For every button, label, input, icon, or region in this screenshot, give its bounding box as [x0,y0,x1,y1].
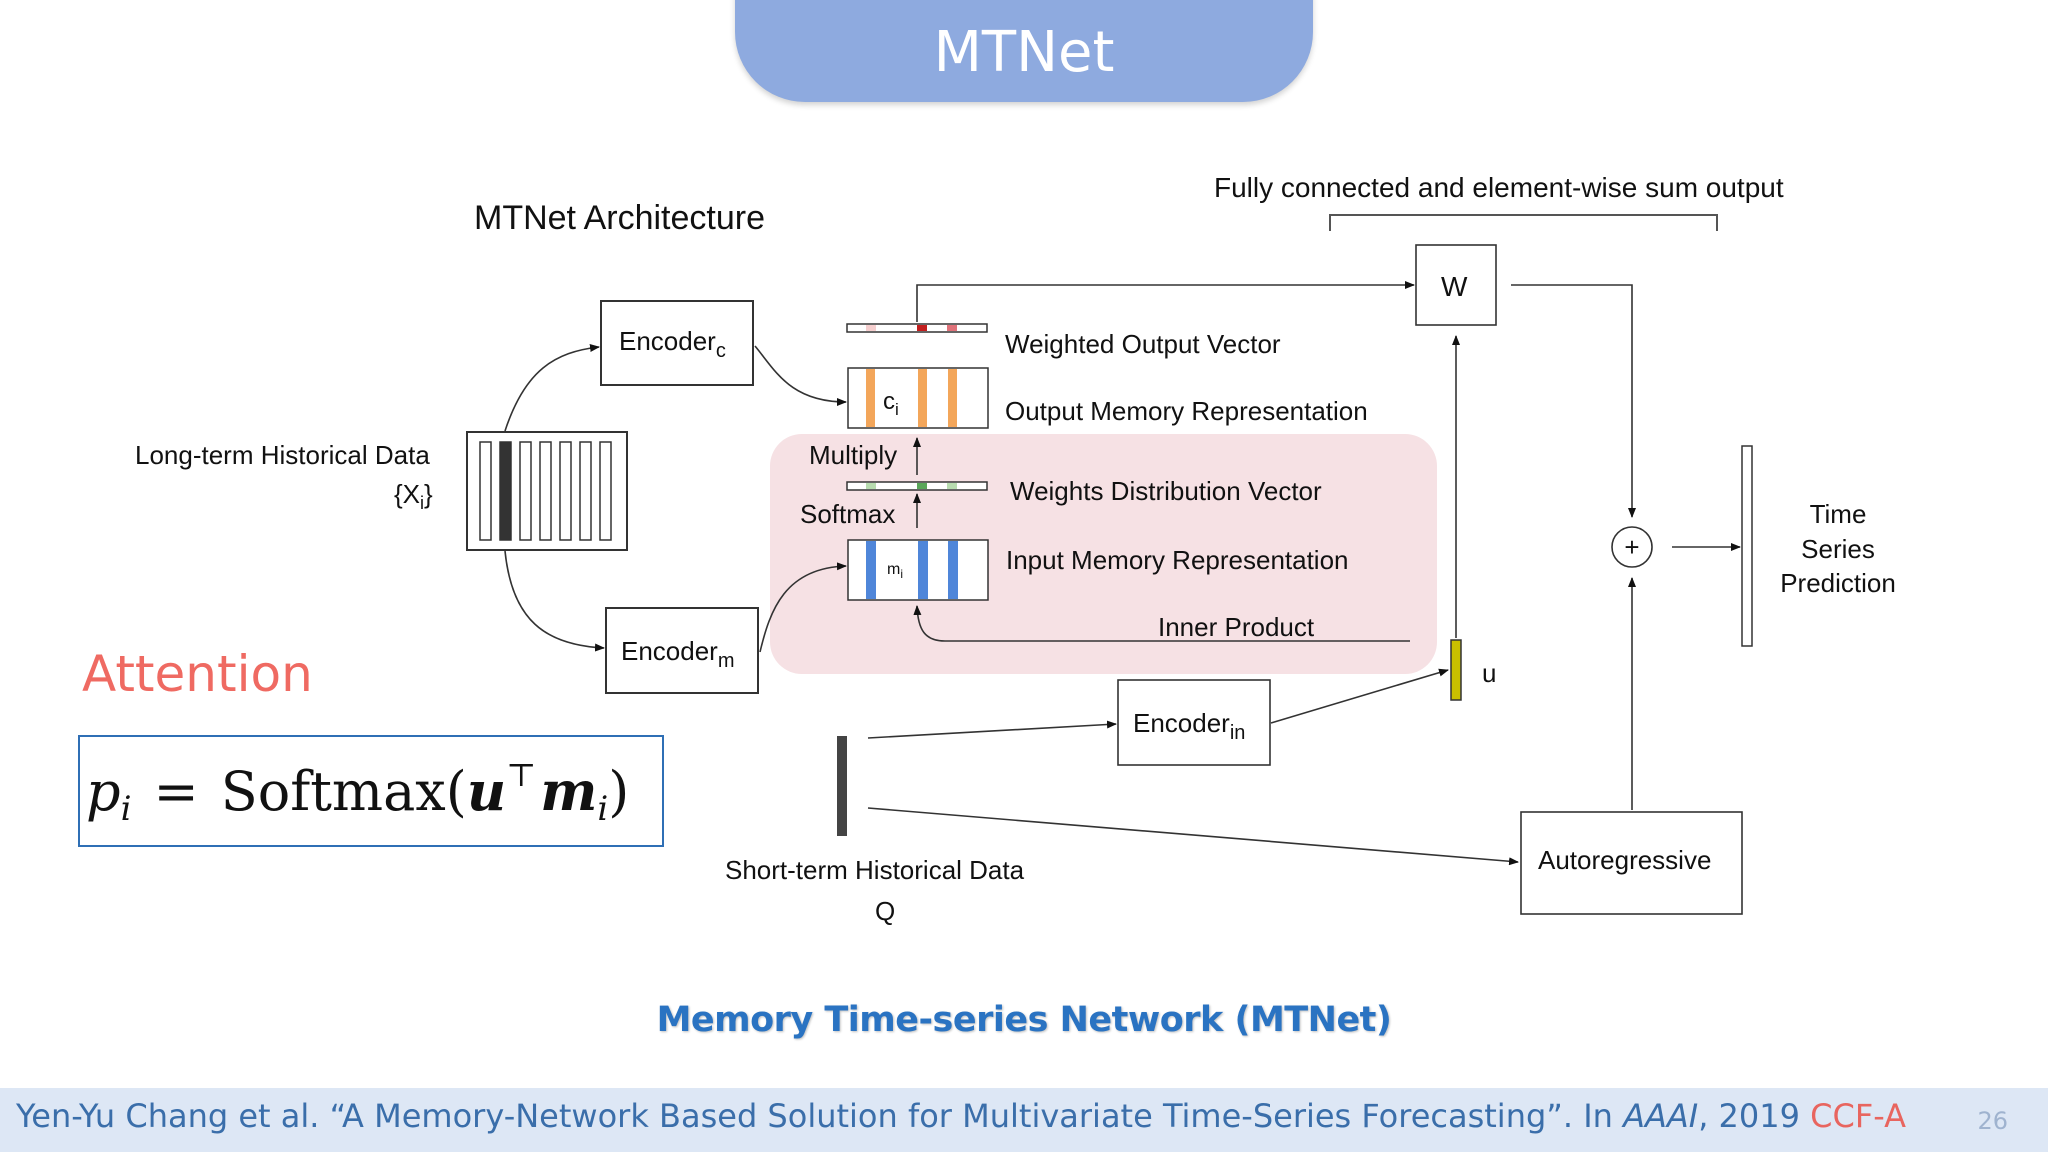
page-number: 26 [1977,1107,2008,1135]
w-label: W [1441,271,1468,302]
arrow-short-term-to-encoder-in [867,720,1117,739]
arrow-w-to-sum [1511,284,1636,518]
prediction-label-line-1: Time [1810,499,1867,529]
short-term-label: Short-term Historical Data [725,855,1025,885]
output-memory-label: Output Memory Representation [1005,396,1368,426]
sum-node [1611,526,1653,568]
u-vector [1450,639,1462,701]
citation-rank: CCF-A [1810,1097,1906,1135]
output-memory-block [847,367,989,429]
encoder-in-box [1117,679,1271,766]
w-box [1415,244,1497,326]
prediction-label-line-2: Series [1801,534,1875,564]
input-memory-label: Input Memory Representation [1006,545,1349,575]
weights-distribution-label: Weights Distribution Vector [1010,476,1322,506]
formula-text: pi=Softmax(u⊤mi) [86,756,629,829]
citation: Yen-Yu Chang et al. “A Memory-Network Ba… [16,1097,1906,1135]
weights-distribution-vector [846,481,988,491]
arrow-data-to-encoder-m [504,550,605,652]
autoregressive-label: Autoregressive [1538,845,1711,875]
weighted-output-vector-label: Weighted Output Vector [1005,329,1281,359]
m-i-label: mi [887,561,903,581]
arrow-weighted-output-to-w [916,281,1415,322]
short-term-data-bar [837,736,847,836]
attention-highlight-region [770,434,1437,674]
multiply-label: Multiply [809,440,897,470]
long-term-data-block [466,431,628,551]
architecture-title: MTNet Architecture [474,199,765,237]
encoder-m-label: Encoderm [621,636,735,672]
inner-product-label: Inner Product [1158,612,1315,642]
arrow-data-to-encoder-c [504,344,600,432]
fc-bracket [1329,214,1718,231]
citation-text: Yen-Yu Chang et al. “A Memory-Network Ba… [16,1097,1624,1135]
fc-output-label: Fully connected and element-wise sum out… [1214,172,1784,203]
slide-title: MTNet [933,20,1115,85]
weighted-output-vector [846,323,988,333]
encoder-c-label: Encoderc [619,326,726,362]
attention-formula: pi=Softmax(u⊤mi) [86,756,629,829]
input-memory-block [847,539,989,601]
softmax-label: Softmax [800,499,895,529]
arrow-inner-product [913,605,1410,642]
short-term-symbol: Q [875,896,895,926]
title-tab [735,0,1313,102]
encoder-m-box [605,607,759,694]
arrow-encoder-m-to-input-memory [759,562,847,653]
figure-caption: Memory Time-series Network (MTNet) [656,1000,1392,1040]
prediction-vector [1741,445,1753,647]
encoder-c-box [600,300,754,386]
u-label: u [1482,658,1496,688]
citation-year: , 2019 [1698,1097,1811,1135]
arrow-short-term-to-autoregressive [867,807,1519,866]
long-term-symbol: {Xi} [394,479,433,513]
prediction-label-line-3: Prediction [1780,568,1896,598]
attention-heading: Attention [82,645,313,703]
sum-plus-label: + [1624,532,1639,562]
arrow-encoder-in-to-u [1270,668,1449,724]
c-i-label: ci [883,388,899,419]
encoder-in-label: Encoderin [1133,708,1245,744]
autoregressive-box [1520,811,1743,915]
citation-venue: AAAI [1623,1097,1699,1135]
attention-formula-box: pi=Softmax(u⊤mi) [78,735,664,847]
arrow-encoder-c-to-output-memory [754,345,847,406]
long-term-label: Long-term Historical Data [135,440,430,470]
footer-bar [0,1088,2048,1152]
